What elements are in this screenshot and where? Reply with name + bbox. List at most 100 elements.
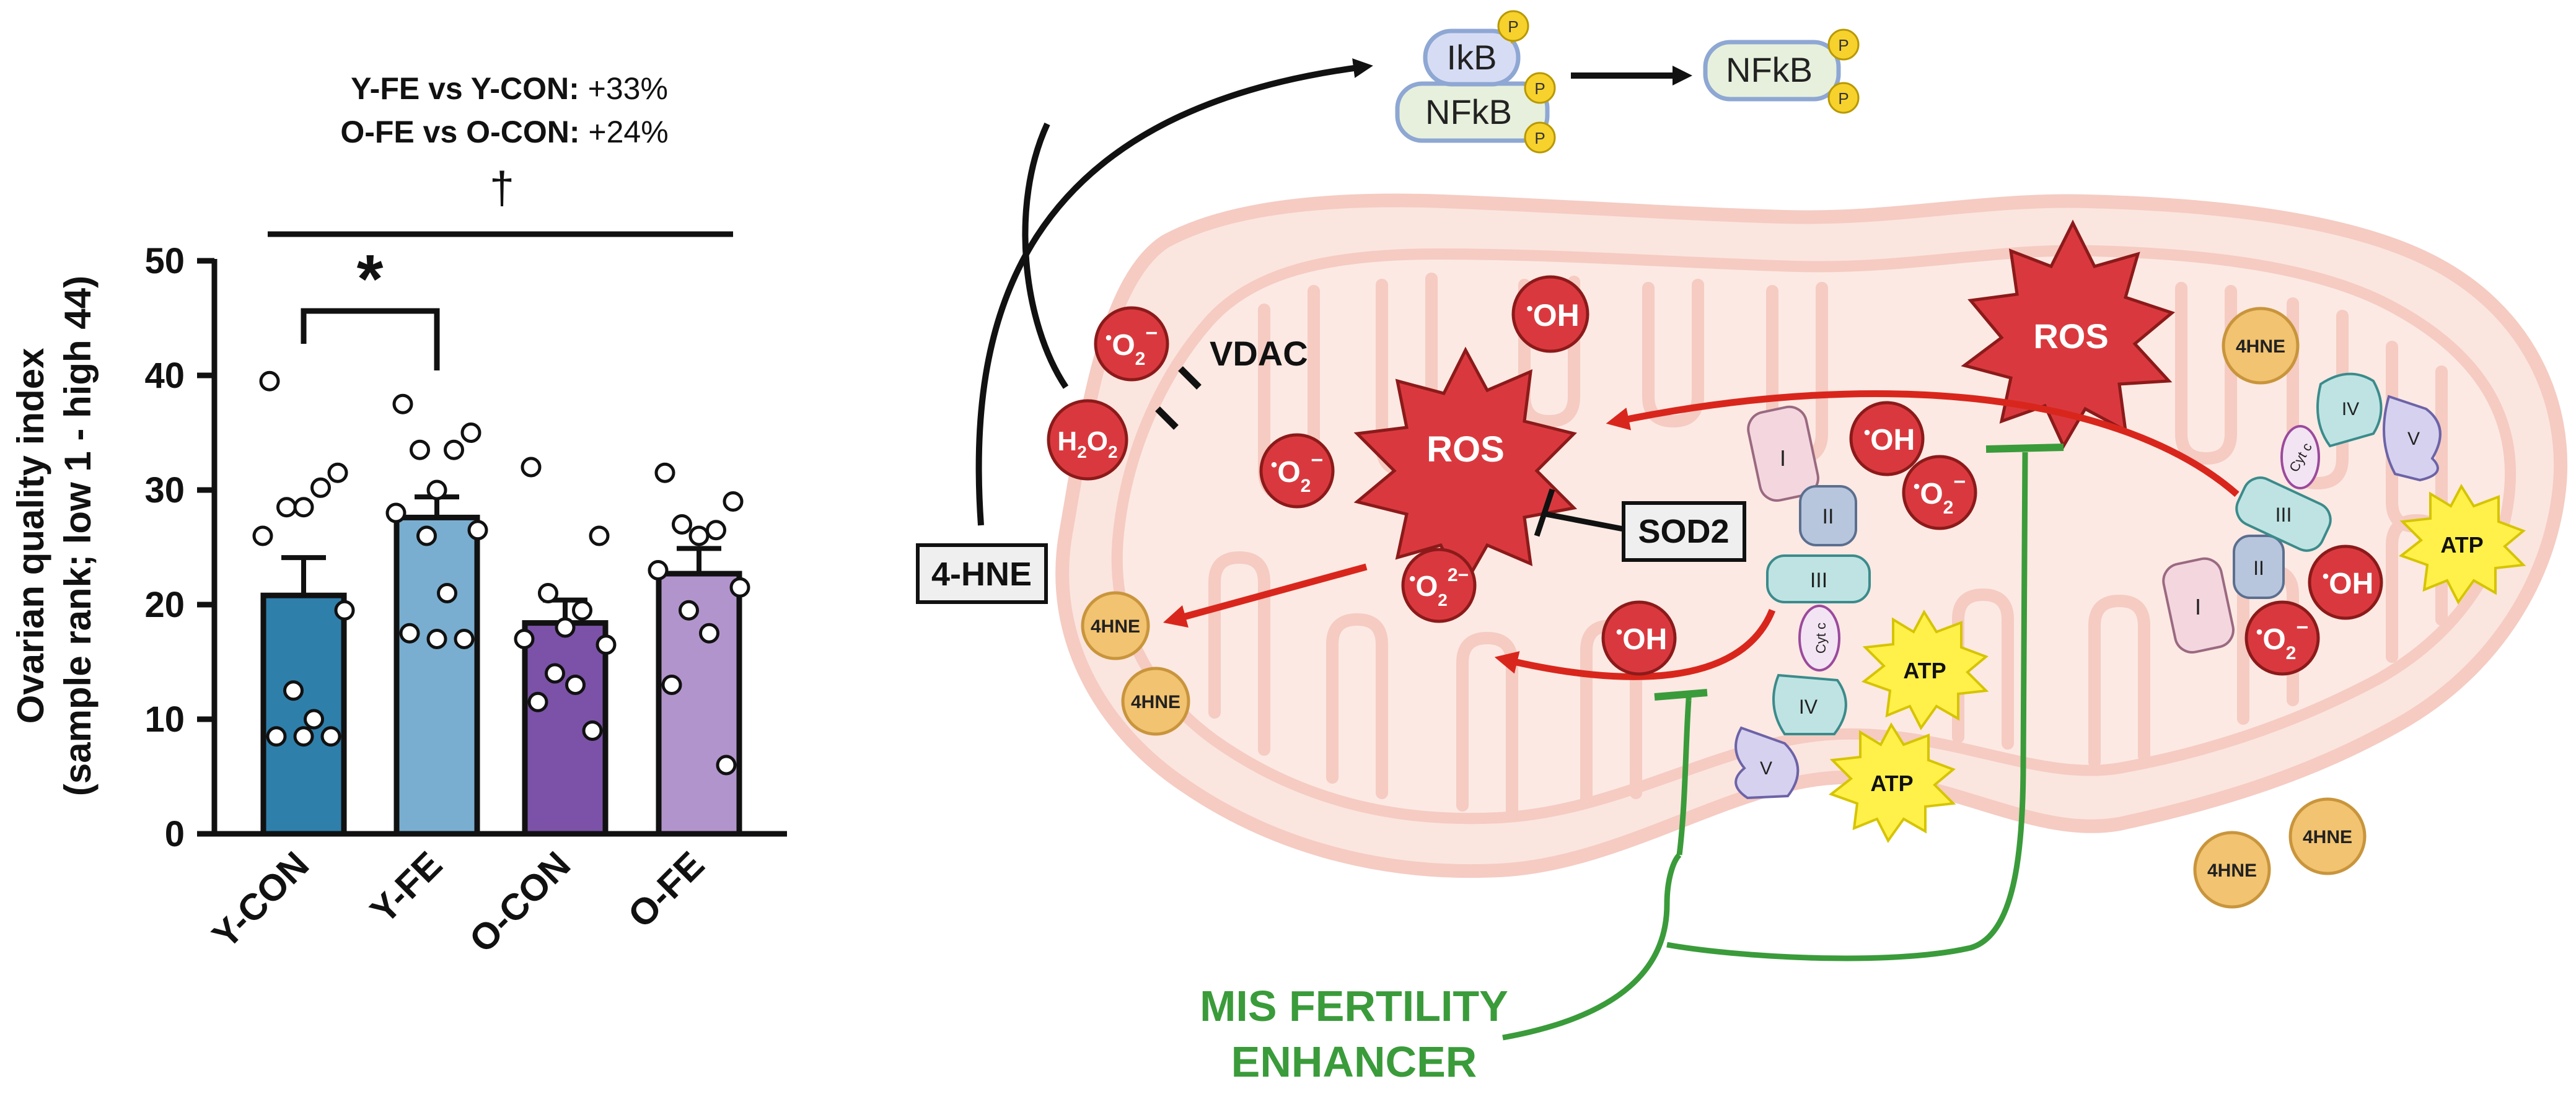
4hne-box-label: 4-HNE [931, 556, 1032, 593]
data-point [582, 720, 603, 741]
radical-o2-top: •O2− [1094, 306, 1169, 382]
y-tick-label: 10 [144, 699, 185, 740]
svg-text:IV: IV [2342, 399, 2359, 419]
data-point [545, 663, 565, 684]
phospho-group-1: P P P [1497, 10, 1556, 154]
cytochrome-c-icon [2280, 425, 2320, 489]
svg-text:•O2−: •O2− [2256, 616, 2308, 663]
complex-iii-icon [2235, 476, 2332, 552]
complex-ii-icon [1799, 485, 1857, 546]
phosphate-label: P [1534, 129, 1545, 147]
comparison-1-value: +33% [579, 71, 668, 106]
data-point [293, 726, 314, 747]
complex-iv-icon [1772, 673, 1847, 735]
svg-text:I: I [1780, 445, 1786, 471]
radical-o2-center: •O2− [1902, 455, 1977, 530]
significance-star: * [357, 241, 384, 317]
bar-y-fe [393, 514, 480, 837]
data-point [572, 600, 592, 621]
x-tick-label: Y-CON [204, 844, 317, 956]
svg-text:4HNE: 4HNE [2207, 860, 2257, 881]
4hne-molecule-4: 4HNE [2193, 831, 2271, 909]
red-arrow-oh-production [1494, 608, 1776, 680]
data-point [334, 600, 355, 621]
data-point [266, 726, 287, 747]
data-point [648, 560, 669, 580]
svg-text:4HNE: 4HNE [1091, 616, 1140, 637]
phosphate-icon [1524, 72, 1556, 104]
phosphate-label: P [1534, 79, 1545, 98]
data-point [729, 577, 750, 598]
y-tick-label: 40 [144, 356, 185, 396]
data-point [596, 634, 617, 655]
data-point [252, 525, 273, 546]
data-point [706, 520, 726, 541]
data-point [310, 477, 331, 498]
ikb-label: IkB [1447, 38, 1497, 77]
comparison-line-2: O-FE vs O-CON: +24% [340, 115, 668, 149]
x-tick-label: Y-FE [363, 844, 451, 932]
ros-label: ROS [1426, 429, 1505, 470]
complex-v-icon [2383, 395, 2442, 482]
svg-text:•OH: •OH [1616, 622, 1668, 656]
sod2-inhibition-bar [1534, 488, 1555, 537]
svg-text:4HNE: 4HNE [2303, 827, 2352, 847]
ikb-nfkb-complex: IkB NFkB P P P [1395, 10, 1556, 154]
bar-chart: Y-FE vs Y-CON: +33% O-FE vs O-CON: +24% … [10, 71, 787, 961]
svg-text:•O2−: •O2− [1914, 470, 1966, 518]
x-tick-label: O-FE [620, 844, 712, 936]
bar-o-fe [656, 571, 742, 837]
sod2-inhibition-line [1545, 511, 1627, 533]
data-point [426, 629, 447, 649]
data-point [661, 675, 682, 695]
svg-text:H2O2: H2O2 [1057, 426, 1117, 462]
nfkb-free: NFkB P P [1703, 28, 1860, 114]
svg-text:•OH: •OH [1526, 298, 1580, 333]
red-arrow-to-4hne [1163, 563, 1368, 628]
y-tick-label: 30 [144, 470, 185, 510]
data-point [672, 514, 692, 535]
significance-bracket [301, 308, 440, 370]
data-point [654, 462, 675, 483]
red-arrow-ros-production [1606, 390, 2240, 497]
data-point [589, 525, 610, 546]
enhancer-label-1: MIS FERTILITY [1200, 982, 1508, 1030]
y-tick-label: 50 [144, 241, 185, 281]
bars [260, 514, 742, 837]
svg-text:ATP: ATP [1870, 771, 1913, 796]
svg-text:•O2−: •O2− [1106, 322, 1158, 369]
atp-burst-1: ATP [1861, 610, 1989, 730]
data-points [252, 370, 750, 776]
etc-center: I II III Cyt c IV V [1734, 405, 1871, 800]
data-point [538, 583, 558, 603]
4hne-molecule-2: 4HNE [1121, 667, 1190, 736]
data-point [460, 422, 481, 443]
svg-text:Cyt c: Cyt c [1813, 623, 1829, 654]
data-point [385, 502, 407, 523]
data-point [565, 675, 586, 695]
bar-y-con [260, 592, 347, 837]
svg-text:II: II [2253, 557, 2264, 579]
4hne-box [916, 543, 1048, 604]
radical-o2-left: •O2− [1259, 433, 1335, 509]
complex-ii-icon [2233, 535, 2285, 599]
comparison-2-value: +24% [579, 115, 668, 149]
ros-label: ROS [2033, 317, 2108, 356]
radical-oh-right: •OH [2308, 545, 2383, 620]
svg-text:•OH: •OH [1864, 422, 1915, 457]
data-point [527, 691, 548, 712]
arrow-4hne-to-nfkb [975, 58, 1373, 526]
data-point [416, 525, 437, 546]
complex-i-icon [1747, 405, 1819, 502]
data-point [454, 629, 475, 649]
svg-text:II: II [1822, 505, 1834, 528]
phosphate-icon [1827, 82, 1860, 114]
etc-right: I II III Cyt c IV V [2162, 372, 2442, 654]
svg-text:V: V [2407, 429, 2420, 449]
sod2-label: SOD2 [1638, 513, 1729, 550]
data-point [688, 525, 710, 546]
data-point [410, 439, 430, 460]
data-point [399, 623, 420, 644]
ros-burst-right: ROS [1961, 219, 2176, 450]
